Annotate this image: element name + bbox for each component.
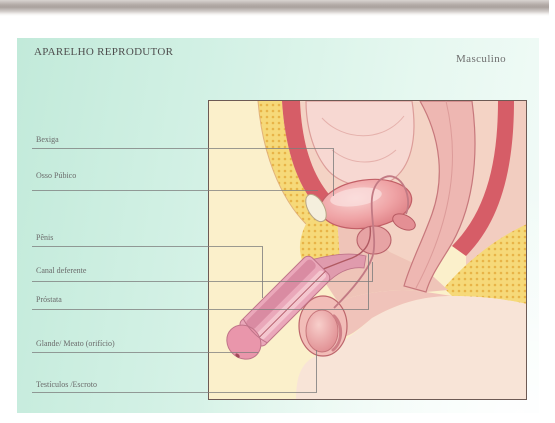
label-canal-deferente: Canal deferente	[36, 266, 86, 276]
diagram-panel: APARELHO REPRODUTOR Masculino	[17, 38, 539, 413]
label-glande-meato: Glande/ Meato (orifício)	[36, 339, 115, 349]
label-penis: Pênis	[36, 233, 53, 243]
label-prostata: Próstata	[36, 295, 62, 305]
top-shadow-bar	[0, 0, 549, 16]
label-testiculos-escroto: Testículos /Escroto	[36, 380, 97, 390]
anatomy-illustration	[17, 38, 539, 413]
illustration-content	[209, 101, 527, 399]
label-bexiga: Bexiga	[36, 135, 59, 145]
label-osso-pubico: Osso Púbico	[36, 171, 76, 181]
